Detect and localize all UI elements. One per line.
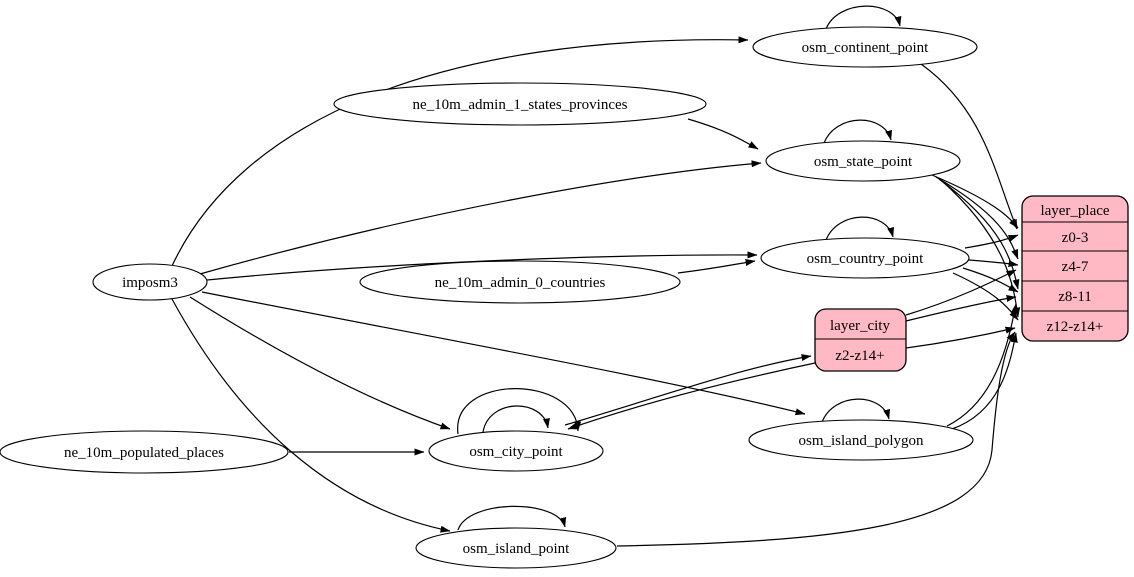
edge-osm_country_point-to-layer_place-z4-7 bbox=[968, 259, 1019, 268]
layer_place-row-z12-z14: z12-z14+ bbox=[1047, 319, 1104, 335]
edge-osm_state_point-to-layer_place-z8-11 bbox=[938, 178, 1020, 290]
node-ne_10m_populated_places: ne_10m_populated_places bbox=[0, 430, 289, 474]
self-loop-osm_country_point bbox=[825, 216, 894, 241]
self-loop-osm_island_polygon bbox=[821, 398, 890, 423]
edge-imposm3-to-osm_island_point bbox=[171, 298, 451, 533]
layer_place-title: layer_place bbox=[1040, 203, 1109, 219]
edge-ne_10m_admin_0_countries-to-osm_country_point bbox=[677, 259, 756, 274]
osm_city_point-shape bbox=[428, 430, 604, 472]
edges bbox=[171, 5, 1021, 547]
self-loop-osm_city_point-inner bbox=[482, 405, 550, 433]
imposm3-label: imposm3 bbox=[122, 275, 178, 291]
node-ne_10m_admin_0_countries: ne_10m_admin_0_countries bbox=[359, 260, 681, 304]
self-loop-osm_island_point bbox=[457, 505, 567, 531]
layer_place-row-z8-11: z8-11 bbox=[1058, 289, 1092, 305]
osm_state_point-shape bbox=[765, 140, 961, 182]
osm_island_polygon-shape bbox=[748, 419, 974, 461]
osm_continent_point-label: osm_continent_point bbox=[802, 40, 929, 56]
node-osm_city_point: osm_city_point bbox=[428, 430, 604, 472]
node-osm_continent_point: osm_continent_point bbox=[752, 26, 978, 68]
osm_state_point-label: osm_state_point bbox=[814, 154, 913, 170]
osm_island_point-label: osm_island_point bbox=[463, 541, 571, 557]
edge-imposm3-to-osm_continent_point bbox=[171, 36, 749, 267]
ne_10m_admin_0_countries-shape bbox=[359, 260, 681, 304]
layer_place-row-z0-3: z0-3 bbox=[1062, 230, 1089, 246]
osm_island_point-shape bbox=[415, 527, 617, 569]
edge-osm_island_polygon-to-layer_place-z8-11 bbox=[946, 303, 1018, 427]
edge-imposm3-to-osm_city_point bbox=[189, 296, 451, 430]
ne_10m_admin_1_states_provinces-label: ne_10m_admin_1_states_provinces bbox=[413, 97, 628, 113]
ne_10m_populated_places-label: ne_10m_populated_places bbox=[64, 445, 224, 461]
ne_10m_admin_0_countries-label: ne_10m_admin_0_countries bbox=[435, 275, 606, 291]
edge-osm_island_point-to-layer_place-z12-z14 bbox=[616, 331, 1016, 547]
edge-layer_city-to-layer_place-z12-z14 bbox=[905, 326, 1016, 349]
edge-osm_country_point-to-layer_place-z0-3 bbox=[964, 234, 1019, 249]
edge-osm_city_point-to-layer_city-z2-z14 bbox=[564, 354, 812, 426]
node-ne_10m_admin_1_states_provinces: ne_10m_admin_1_states_provinces bbox=[333, 82, 707, 126]
node-osm_island_polygon: osm_island_polygon bbox=[748, 419, 974, 461]
node-osm_country_point: osm_country_point bbox=[760, 237, 970, 279]
layer_place-row-z4-7: z4-7 bbox=[1062, 259, 1089, 275]
edge-layer_city-to-layer_place-z4-7 bbox=[905, 269, 1017, 316]
osm_country_point-label: osm_country_point bbox=[807, 251, 924, 267]
node-imposm3: imposm3 bbox=[92, 263, 208, 301]
self-loop-osm_city_point-outer bbox=[457, 388, 582, 435]
edge-osm_country_point-to-layer_place-z8-11 bbox=[962, 267, 1019, 293]
osm_continent_point-shape bbox=[752, 26, 978, 68]
node-osm_island_point: osm_island_point bbox=[415, 527, 617, 569]
edge-osm_state_point-to-layer_place-z4-7 bbox=[935, 176, 1019, 260]
node-osm_state_point: osm_state_point bbox=[765, 140, 961, 182]
osm_island_polygon-label: osm_island_polygon bbox=[798, 433, 924, 449]
edge-layer_city-to-osm_city_point bbox=[567, 362, 816, 430]
edge-osm_continent_point-to-layer_place-z0-3 bbox=[920, 63, 1018, 230]
layer_city-row-z2-z14: z2-z14+ bbox=[835, 348, 884, 364]
osm_city_point-label: osm_city_point bbox=[469, 444, 563, 460]
layer_city-shape bbox=[814, 308, 907, 372]
osm_country_point-shape bbox=[760, 237, 970, 279]
layer_city-title: layer_city bbox=[830, 318, 890, 334]
record-layer_city: layer_city z2-z14+ bbox=[814, 308, 907, 372]
edge-osm_island_polygon-to-layer_place-z12-z14 bbox=[951, 332, 1018, 430]
layer_place-shape bbox=[1021, 195, 1129, 342]
self-loop-osm_state_point bbox=[823, 119, 892, 144]
edge-imposm3-to-osm_state_point bbox=[199, 160, 762, 275]
edge-ne_10m_admin_1_states_provinces-to-osm_state_point bbox=[687, 118, 759, 150]
edge-imposm3-to-osm_island_polygon bbox=[201, 291, 806, 416]
edge-osm_country_point-to-layer_place-z12-z14 bbox=[952, 272, 1019, 321]
imposm3-shape bbox=[92, 263, 208, 301]
ne_10m_admin_1_states_provinces-shape bbox=[333, 82, 707, 126]
ne_10m_populated_places-shape bbox=[0, 430, 289, 474]
edge-osm_state_point-to-layer_place-z0-3 bbox=[931, 174, 1019, 229]
edge-layer_city-to-layer_place-z8-11 bbox=[905, 294, 1017, 322]
self-loop-osm_continent_point bbox=[825, 5, 902, 30]
record-layer_place: layer_place z0-3 z4-7 z8-11 z12-z14+ bbox=[1021, 195, 1129, 342]
